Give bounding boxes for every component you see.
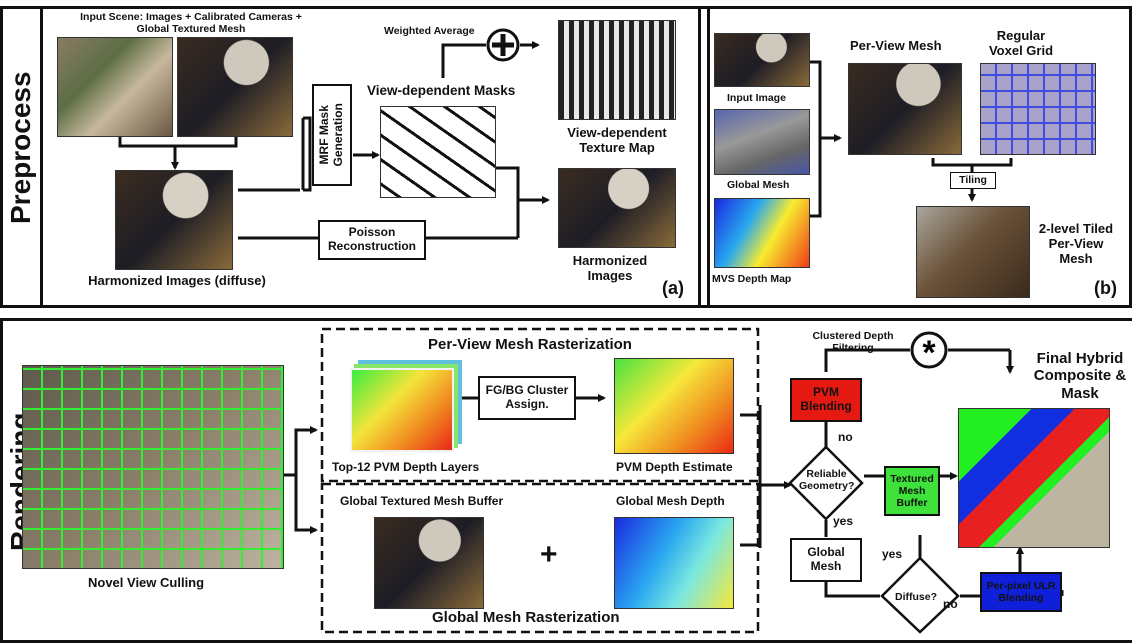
svg-text:*: * [922, 334, 936, 372]
pvm-rasterization-title: Per-View Mesh Rasterization [428, 336, 632, 353]
final-hybrid-label: Final Hybrid Composite & Mask [1033, 350, 1127, 402]
harmonized-images-label: Harmonized Images [572, 253, 648, 283]
input-scene-label: Input Scene: Images + Calibrated Cameras… [80, 11, 302, 36]
textured-mesh-buffer-label: Textured Mesh Buffer [890, 472, 934, 510]
no-label-1: no [838, 430, 853, 444]
yes-label-1: yes [833, 514, 854, 528]
preprocess-outer-frame [0, 6, 1132, 308]
poisson-reconstruction-label: Poisson Reconstruction [327, 225, 416, 253]
pvm-blending-box: PVM Blending [790, 378, 862, 422]
plus-sign: + [540, 538, 558, 571]
global-mesh-label: Global Mesh [727, 179, 790, 191]
final-hybrid-composite-image [958, 408, 1110, 548]
mvs-depth-map-label: MVS Depth Map [712, 273, 792, 285]
tiled-per-view-mesh-label: 2-level Tiled Per-View Mesh [1038, 221, 1114, 266]
reliable-geometry-label: Reliable Geometry? [799, 468, 855, 493]
yes-label-2: yes [882, 547, 903, 561]
view-dependent-texture-map-image [558, 20, 676, 120]
fg-bg-cluster-assign-box: FG/BG Cluster Assign. [478, 376, 576, 420]
clustered-depth-filtering-label: Clustered Depth Filtering [812, 330, 894, 355]
input-scene-image-2 [177, 37, 293, 137]
view-dependent-mask-image [380, 106, 496, 198]
per-view-mesh-image [848, 63, 962, 155]
novel-view-culling-image [22, 365, 284, 569]
regular-voxel-grid-image [980, 63, 1096, 155]
poisson-reconstruction-box: Poisson Reconstruction [318, 220, 426, 260]
harmonized-images-image [558, 168, 676, 248]
global-mesh-depth-image [614, 517, 734, 609]
per-pixel-ulr-label: Per-pixel ULR Blending [986, 579, 1056, 604]
top12-pvm-depth-layers-label: Top-12 PVM Depth Layers [332, 460, 480, 474]
pvm-depth-estimate-label: PVM Depth Estimate [616, 460, 733, 474]
global-textured-mesh-buffer-image [374, 517, 484, 609]
per-view-mesh-label: Per-View Mesh [850, 38, 942, 53]
view-dependent-texture-map-label: View-dependent Texture Map [567, 125, 667, 155]
novel-view-culling-label: Novel View Culling [88, 575, 205, 590]
textured-mesh-buffer-box: Textured Mesh Buffer [884, 466, 940, 516]
harmonized-images-diffuse-image [115, 170, 233, 270]
mvs-depth-map-thumb [714, 198, 810, 268]
tiled-per-view-mesh-image [916, 206, 1030, 298]
input-image-thumb [714, 33, 810, 87]
weighted-average-label: Weighted Average [384, 25, 475, 37]
per-pixel-ulr-blending-box: Per-pixel ULR Blending [980, 572, 1062, 612]
global-mesh-thumb [714, 109, 810, 175]
panel-b-label: (b) [1094, 278, 1117, 298]
panel-a-label: (a) [662, 278, 684, 298]
tiling-box: Tiling [950, 172, 996, 189]
global-mesh-box: Global Mesh [790, 538, 862, 582]
tiling-label: Tiling [959, 174, 987, 187]
harmonized-images-diffuse-label: Harmonized Images (diffuse) [88, 273, 266, 288]
global-mesh-depth-label: Global Mesh Depth [616, 494, 725, 508]
input-scene-image-1 [57, 37, 173, 137]
pvm-depth-estimate-image [614, 358, 734, 454]
global-mesh-box-label: Global Mesh [807, 545, 845, 573]
global-mesh-rasterization-title: Global Mesh Rasterization [432, 609, 620, 626]
fg-bg-cluster-assign-label: FG/BG Cluster Assign. [485, 383, 569, 411]
no-label-2: no [943, 597, 958, 611]
diffuse-label: Diffuse? [895, 591, 937, 603]
global-textured-mesh-buffer-label: Global Textured Mesh Buffer [340, 494, 504, 508]
regular-voxel-grid-label: Regular Voxel Grid [988, 28, 1054, 58]
view-dependent-masks-label: View-dependent Masks [367, 83, 516, 98]
mrf-mask-generation-label: MRF Mask Generation [317, 103, 345, 167]
input-image-label: Input Image [727, 92, 786, 104]
pvm-blending-label: PVM Blending [800, 385, 852, 413]
mrf-mask-generation-box: MRF Mask Generation [312, 84, 352, 186]
top12-pvm-depth-layers-image [350, 368, 454, 452]
